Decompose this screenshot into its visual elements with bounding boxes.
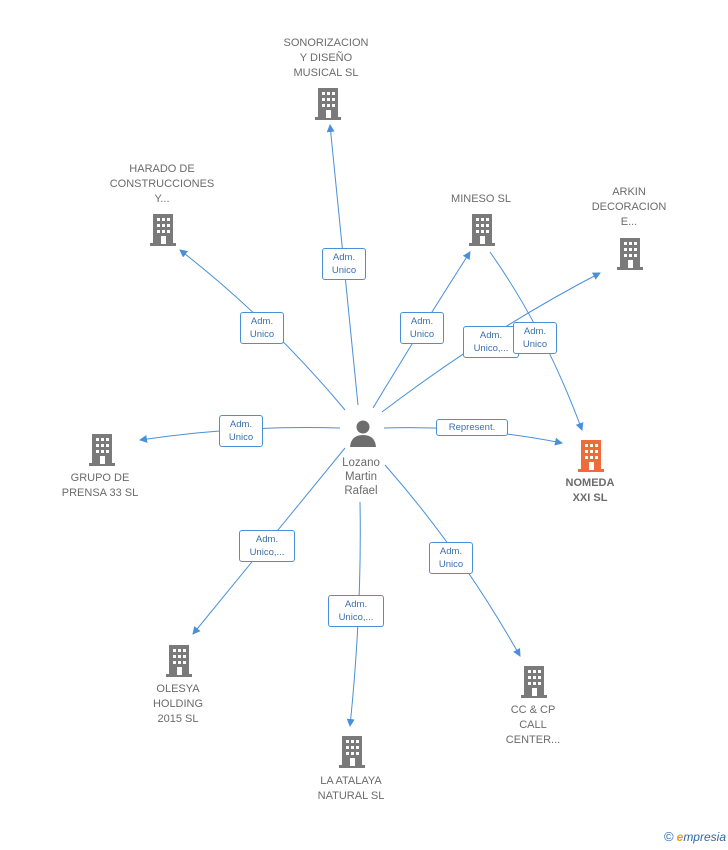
copyright-symbol: © — [664, 829, 674, 844]
node-label-nomeda[interactable]: NOMEDA XXI SL — [565, 477, 615, 504]
building-icon-highlighted[interactable] — [577, 438, 605, 472]
person-icon[interactable] — [348, 418, 378, 448]
node-label-harado[interactable]: HARADO DE CONSTRUCCIONES Y... — [109, 163, 215, 205]
node-label-olesya[interactable]: OLESYA HOLDING 2015 SL — [152, 683, 204, 725]
building-icon[interactable] — [616, 236, 644, 270]
center-person-label[interactable]: Lozano Martin Rafael — [342, 457, 380, 497]
brand-initial: e — [676, 830, 684, 844]
relation-label: Adm. Unico — [240, 312, 284, 344]
node-label-arkin[interactable]: ARKIN DECORACION E... — [591, 186, 667, 228]
node-label-atalaya[interactable]: LA ATALAYA NATURAL SL — [317, 775, 385, 802]
node-label-cccp[interactable]: CC & CP CALL CENTER... — [505, 704, 561, 746]
node-label-sonorizacion[interactable]: SONORIZACION Y DISEÑO MUSICAL SL — [283, 37, 369, 79]
relation-label: Adm. Unico — [219, 415, 263, 447]
relation-label: Adm. Unico,... — [328, 595, 384, 627]
brand-name: mpresia — [683, 830, 726, 844]
relation-label: Adm. Unico,... — [463, 326, 519, 358]
relation-label: Adm. Unico — [400, 312, 444, 344]
building-icon[interactable] — [165, 643, 193, 677]
building-icon[interactable] — [520, 664, 548, 698]
node-label-mineso[interactable]: MINESO SL — [451, 193, 511, 205]
node-label-grupo[interactable]: GRUPO DE PRENSA 33 SL — [61, 472, 139, 499]
footer-brand: ©empresia — [664, 829, 726, 844]
building-icon[interactable] — [338, 734, 366, 768]
relation-label: Represent. — [436, 419, 508, 436]
relation-label: Adm. Unico — [322, 248, 366, 280]
relation-label: Adm. Unico — [429, 542, 473, 574]
building-icon[interactable] — [314, 86, 342, 120]
building-icon[interactable] — [468, 212, 496, 246]
relation-label: Adm. Unico,... — [239, 530, 295, 562]
building-icon[interactable] — [149, 212, 177, 246]
building-icon[interactable] — [88, 432, 116, 466]
relation-label: Adm. Unico — [513, 322, 557, 354]
